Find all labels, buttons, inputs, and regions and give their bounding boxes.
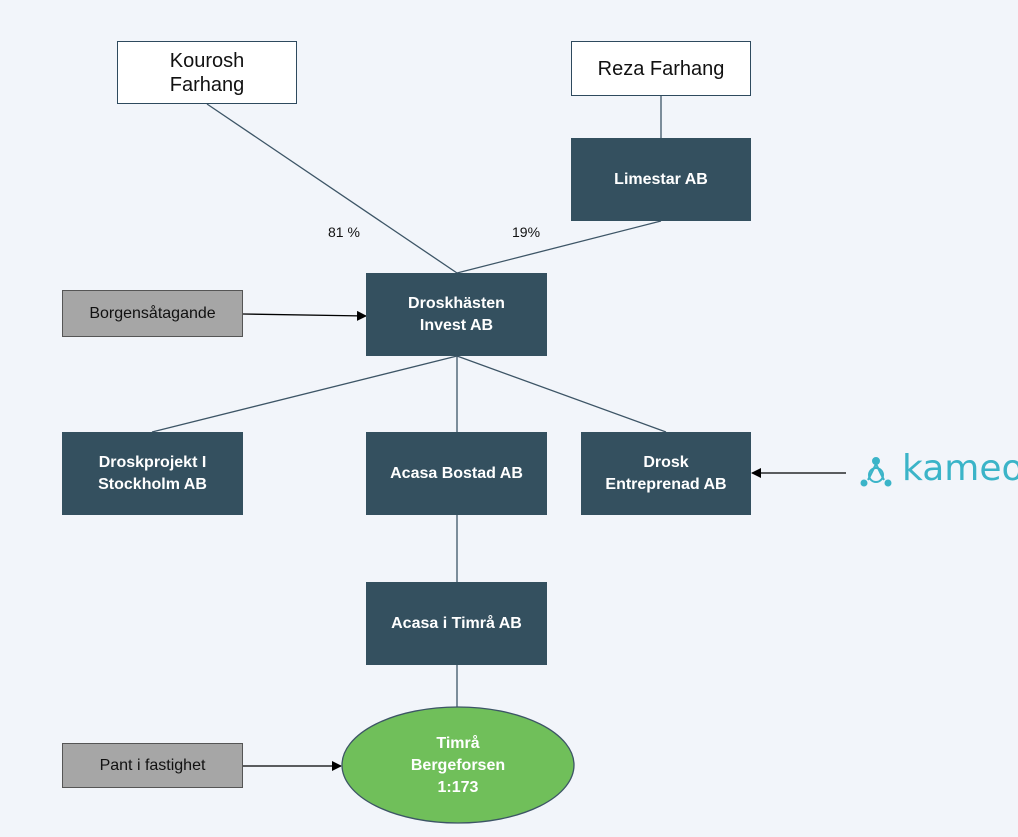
line-droskhasten-drosk-entreprenad xyxy=(456,355,667,433)
line-kourosh-droskhasten xyxy=(206,103,458,274)
owner-reza-farhang: Reza Farhang xyxy=(571,41,751,96)
property-label: Timrå Bergeforsen 1:173 xyxy=(410,735,506,796)
kameo-logo-text: kameo xyxy=(902,448,1018,489)
kameo-logo-icon xyxy=(860,457,892,487)
line-droskhasten-droskprojekt xyxy=(151,355,458,433)
note-guarantee: Borgensåtagande xyxy=(62,290,243,337)
arrow-guarantee xyxy=(242,310,367,321)
note-mortgage: Pant i fastighet xyxy=(62,743,243,788)
property-ellipse xyxy=(341,706,575,824)
company-acasa-bostad: Acasa Bostad AB xyxy=(366,432,547,515)
company-limestar: Limestar AB xyxy=(571,138,751,221)
company-drosk-entreprenad: Drosk Entreprenad AB xyxy=(581,432,751,515)
company-droskprojekt-stockholm: Droskprojekt I Stockholm AB xyxy=(62,432,243,515)
ownership-pct-limestar: 19% xyxy=(512,224,541,240)
owner-kourosh-farhang: Kourosh Farhang xyxy=(117,41,297,104)
line-limestar-droskhasten xyxy=(456,220,662,274)
ownership-pct-kourosh: 81 % xyxy=(328,224,360,240)
company-acasa-timra: Acasa i Timrå AB xyxy=(366,582,547,665)
company-droskhasten-invest: Droskhästen Invest AB xyxy=(366,273,547,356)
